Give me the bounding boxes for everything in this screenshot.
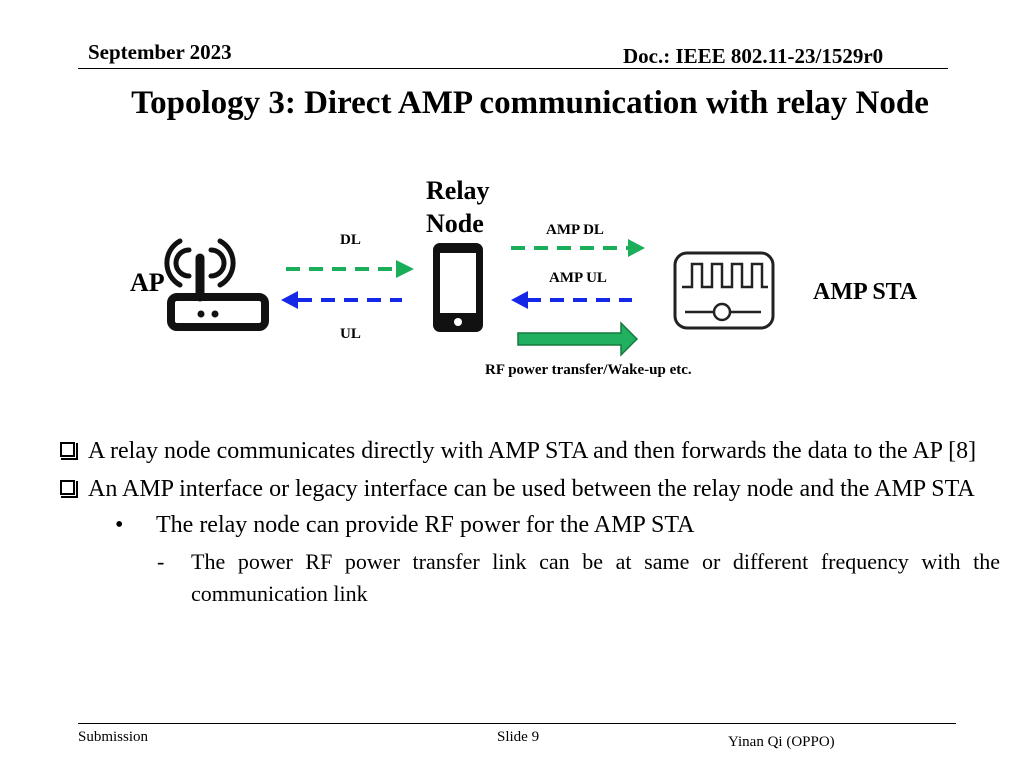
amp-sta-label: AMP STA (813, 279, 918, 305)
amp-ul-label: AMP UL (549, 270, 607, 286)
dash-marker: - (157, 549, 165, 574)
bullet-item: A relay node communicates directly with … (60, 434, 1000, 468)
amp-sta-device-icon (673, 251, 775, 330)
relay-node-label: Relay Node (426, 174, 490, 240)
rf-power-label: RF power transfer/Wake-up etc. (485, 362, 692, 378)
router-icon (164, 238, 269, 331)
relay-label-line1: Relay (426, 176, 490, 205)
footer-submission: Submission (78, 729, 149, 745)
sub-bullet-text: The relay node can provide RF power for … (156, 512, 695, 538)
dl-label: DL (340, 232, 361, 248)
bullet-list: A relay node communicates directly with … (60, 434, 1000, 610)
header-doc-id: Doc.: IEEE 802.11-23/1529r0 (623, 44, 884, 68)
relay-label-line2: Node (426, 209, 484, 238)
amp-dl-arrow (511, 239, 645, 257)
checkbox-bullet-icon (60, 442, 78, 460)
rf-power-arrow (517, 321, 639, 357)
sub-sub-bullet-item: - The power RF power transfer link can b… (60, 546, 1000, 610)
smartphone-icon (433, 243, 483, 332)
dl-arrow (286, 260, 414, 278)
footer-slide-number: Slide 9 (497, 729, 540, 745)
sub-sub-bullet-text: The power RF power transfer link can be … (191, 549, 1000, 606)
bullet-dot-icon: • (115, 512, 124, 538)
header-date: September 2023 (88, 40, 232, 64)
bullet-item: An AMP interface or legacy interface can… (60, 472, 1000, 506)
bullet-text: A relay node communicates directly with … (88, 438, 977, 464)
ap-label: AP (130, 268, 165, 297)
footer-author: Yinan Qi (OPPO) (728, 734, 835, 750)
bullet-text: An AMP interface or legacy interface can… (88, 476, 975, 502)
header-divider (78, 68, 948, 69)
slide-title: Topology 3: Direct AMP communication wit… (131, 85, 929, 121)
ul-label: UL (340, 326, 361, 342)
sub-bullet-item: • The relay node can provide RF power fo… (60, 508, 1000, 542)
ul-arrow (281, 291, 402, 309)
amp-dl-label: AMP DL (546, 222, 604, 238)
footer-divider (78, 723, 956, 724)
checkbox-bullet-icon (60, 480, 78, 498)
amp-ul-arrow (511, 291, 632, 309)
